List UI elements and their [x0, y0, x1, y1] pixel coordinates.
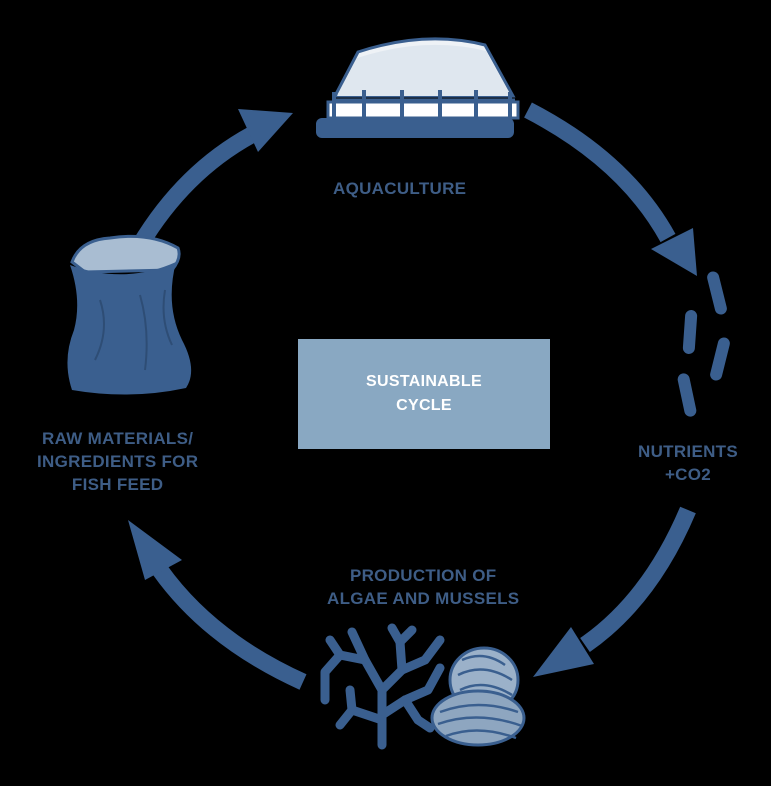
- center-line2: CYCLE: [396, 397, 452, 414]
- aquaculture-label-text: AQUACULTURE: [333, 179, 467, 198]
- arrow-to-nutrients: [524, 102, 676, 243]
- arrow-to-production: [580, 506, 696, 652]
- cycle-arrows: [132, 102, 696, 690]
- arrow-heads: [128, 109, 697, 677]
- center-line1: SUSTAINABLE: [366, 373, 482, 390]
- arrowhead-production: [533, 627, 594, 677]
- nutrient-pellets-icon: [677, 271, 730, 417]
- label-aquaculture: AQUACULTURE: [333, 178, 466, 201]
- raw-materials-line1: RAW MATERIALS/: [42, 429, 194, 448]
- aquaculture-pen-icon: [316, 37, 520, 138]
- label-production: PRODUCTION OF ALGAE AND MUSSELS: [327, 565, 519, 611]
- nutrients-line1: NUTRIENTS: [638, 442, 738, 461]
- arrowhead-raw-materials: [128, 520, 182, 580]
- arrowhead-nutrients: [651, 228, 697, 276]
- label-nutrients: NUTRIENTS +CO2: [638, 441, 738, 487]
- label-raw-materials: RAW MATERIALS/ INGREDIENTS FOR FISH FEED: [37, 428, 198, 497]
- mussel-shells-icon: [430, 646, 526, 747]
- arrow-to-raw-materials: [153, 565, 307, 690]
- sustainable-cycle-box: SUSTAINABLE CYCLE: [298, 339, 550, 449]
- raw-materials-line3: FISH FEED: [71, 474, 164, 494]
- arrow-to-aquaculture: [132, 125, 259, 250]
- raw-materials-line2: INGREDIENTS FOR: [37, 451, 199, 471]
- feed-sack-icon: [67, 234, 192, 395]
- production-line1: PRODUCTION OF: [349, 566, 497, 585]
- coral-icon: [320, 623, 445, 750]
- production-line2: ALGAE AND MUSSELS: [327, 588, 520, 608]
- nutrients-line2: +CO2: [664, 464, 712, 484]
- arrowhead-aquaculture: [238, 109, 293, 152]
